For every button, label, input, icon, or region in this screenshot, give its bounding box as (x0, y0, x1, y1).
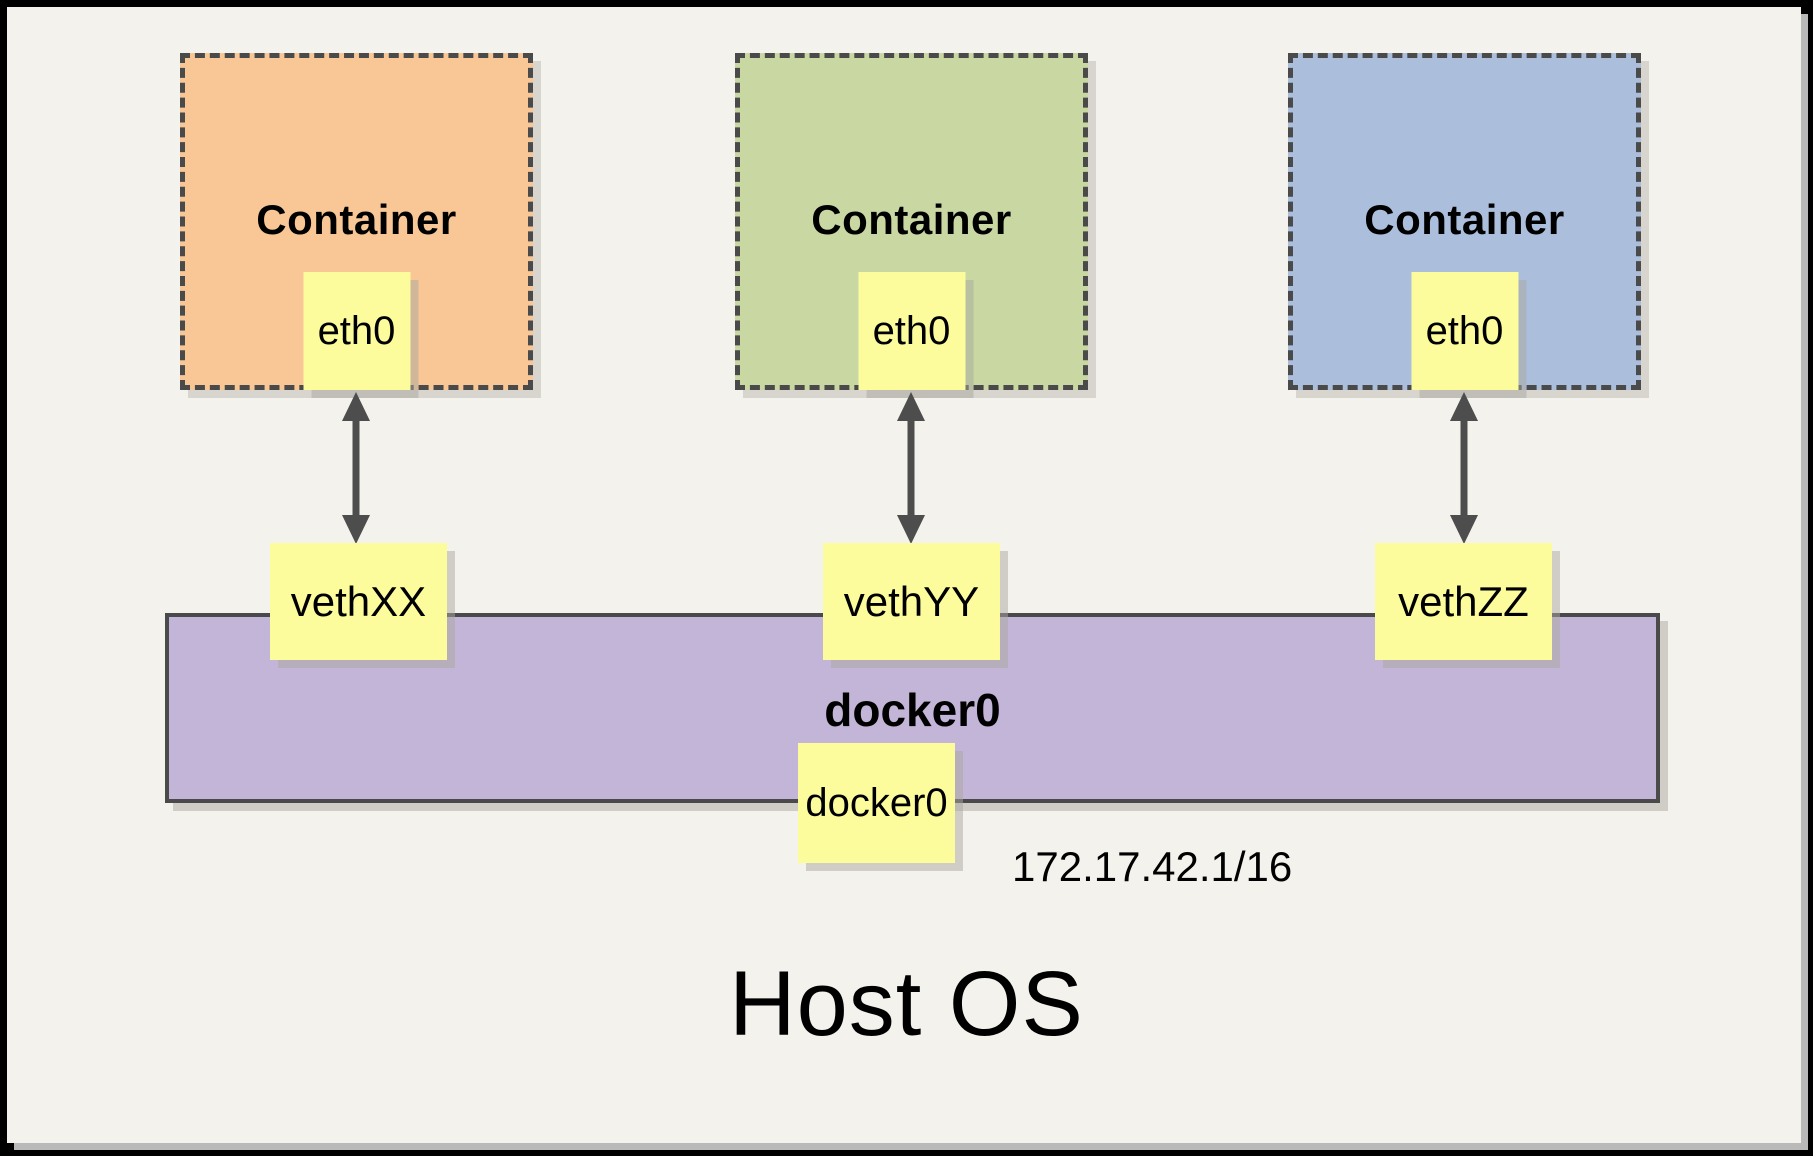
arrow-eth0-vethyy (897, 392, 925, 544)
vethzz-label: vethZZ (1398, 577, 1529, 625)
container-3-title: Container (1364, 196, 1565, 243)
container-2-title: Container (811, 196, 1012, 243)
container-box-2: Container eth0 (735, 53, 1088, 390)
container-3-eth0-label: eth0 (1425, 308, 1504, 353)
arrow-eth0-vethzz (1450, 392, 1478, 544)
vethxx-box: vethXX (270, 543, 447, 660)
arrow-eth0-vethxx (342, 392, 370, 544)
vethxx-label: vethXX (290, 577, 427, 625)
container-2-eth0-box: eth0 (858, 272, 965, 390)
container-2-eth0-label: eth0 (872, 308, 951, 353)
bridge-ip-label: 172.17.42.1/16 (1012, 843, 1293, 890)
host-os-title: Host OS (729, 953, 1084, 1055)
docker0-bridge-label: docker0 (824, 684, 1001, 736)
container-1-title: Container (256, 196, 457, 243)
docker0-interface-box: docker0 (798, 743, 955, 863)
vethzz-box: vethZZ (1375, 543, 1552, 660)
container-1-eth0-box: eth0 (303, 272, 410, 390)
container-3-eth0-box: eth0 (1411, 272, 1518, 390)
vethyy-label: vethYY (843, 577, 980, 625)
docker0-interface-label: docker0 (805, 780, 948, 825)
container-1-eth0-label: eth0 (317, 308, 396, 353)
container-box-3: Container eth0 (1288, 53, 1641, 390)
container-box-1: Container eth0 (180, 53, 533, 390)
vethyy-box: vethYY (823, 543, 1000, 660)
